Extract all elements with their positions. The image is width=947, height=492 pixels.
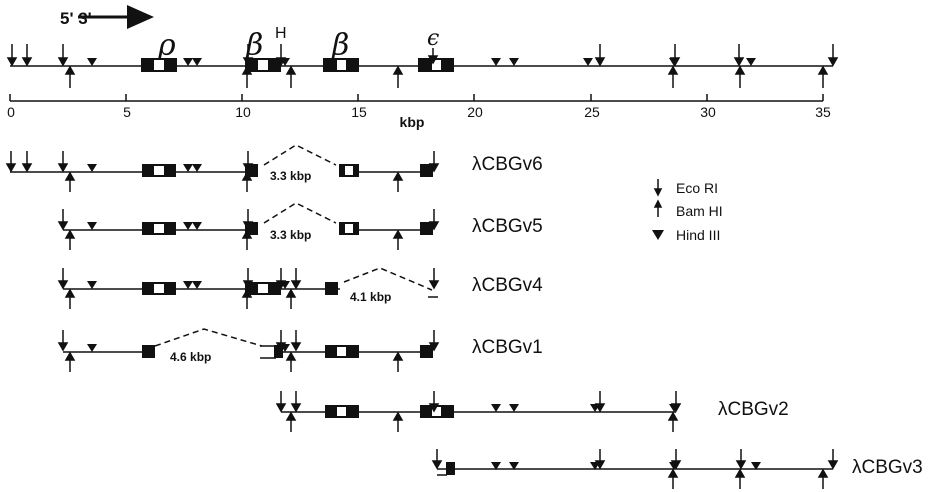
clone-name-label: λCBGv4 (472, 275, 543, 296)
scale-unit-label: kbp (400, 114, 425, 130)
scale-tick-label: 25 (584, 104, 600, 120)
legend-label: Bam HI (676, 203, 723, 219)
scale-tick-label: 0 (7, 104, 15, 120)
clone-name-label: λCBGv1 (472, 337, 543, 358)
clone-name-label: λCBGv5 (472, 216, 543, 237)
legend-label: Hind III (676, 227, 720, 243)
deletion-size-label: 4.6 kbp (170, 350, 211, 364)
gene-label-beta-h-superscript: H (275, 25, 287, 42)
clone-map-v1: 4.6 kbp λCBGv1 (57, 328, 543, 372)
gene-labels: ρ β H β ϵ (157, 25, 439, 63)
clone-map-v5: 3.3 kbp λCBGv5 (57, 202, 543, 250)
direction-indicator: 5' 3' (60, 5, 154, 29)
clone-map-v2: λCBGv2 (275, 391, 789, 432)
scale-tick-label: 5 (123, 104, 131, 120)
scale-tick-label: 30 (700, 104, 716, 120)
clone-name-label: λCBGv2 (718, 399, 789, 420)
legend: Eco RI Bam HI Hind III (652, 179, 723, 243)
clone-map-v6: 3.3 kbp λCBGv6 (5, 144, 543, 192)
clone-map-v3: λCBGv3 (431, 449, 923, 489)
gene-label-epsilon: ϵ (427, 26, 439, 51)
clone-map-v4: 4.1 kbp λCBGv4 (57, 267, 543, 309)
clone-name-label: λCBGv3 (852, 457, 923, 478)
kbp-scale: 0 5 10 15 20 25 30 35 kbp (7, 94, 831, 130)
eco-ri-arrow-down-icon (653, 179, 663, 197)
gene-label-beta: β (331, 28, 349, 63)
deletion-size-label: 3.3 kbp (270, 228, 311, 242)
legend-label: Eco RI (676, 180, 718, 196)
scale-tick-label: 15 (351, 104, 367, 120)
deletion-size-label: 3.3 kbp (270, 169, 311, 183)
gene-label-beta-h: β (245, 28, 263, 63)
main-locus-map (6, 44, 839, 88)
scale-tick-label: 20 (467, 104, 483, 120)
gene-label-rho: ρ (157, 28, 176, 63)
hind-iii-triangle-icon (652, 230, 664, 240)
clone-name-label: λCBGv6 (472, 154, 543, 175)
scale-tick-label: 10 (235, 104, 251, 120)
deletion-size-label: 4.1 kbp (350, 290, 391, 304)
bam-hi-arrow-up-icon (653, 199, 663, 217)
scale-tick-label: 35 (815, 104, 831, 120)
direction-label: 5' 3' (60, 9, 92, 28)
